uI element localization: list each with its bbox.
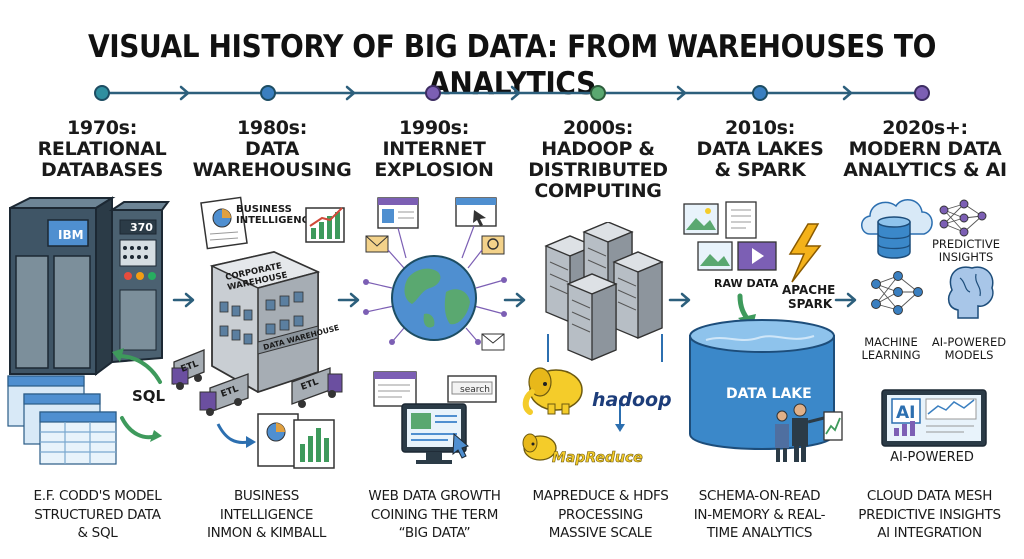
svg-text:SQL: SQL	[132, 387, 166, 405]
truck-icon	[171, 349, 205, 390]
timeline-node-2000s	[590, 85, 606, 101]
presenter-icon	[775, 403, 843, 462]
cloud-database-icon	[861, 199, 933, 259]
svg-text:370: 370	[130, 221, 153, 234]
flow-arrow-3	[503, 292, 526, 308]
mainframe-icon: IBM 370	[9, 196, 170, 376]
era-art-2000s: hadoop MapReduce	[522, 222, 672, 466]
ai-dashboard-icon: AI	[881, 389, 987, 447]
era-art-1970s: IBM 370 SQL	[7, 196, 170, 465]
era-art-1990s: search	[363, 197, 507, 464]
server-cluster-icon	[544, 222, 664, 361]
svg-text:BUSINESS: BUSINESS	[236, 204, 292, 215]
report-icon	[200, 196, 248, 250]
svg-text:hadoop: hadoop	[592, 389, 672, 411]
timeline-node-2010s	[752, 85, 768, 101]
svg-text:AI: AI	[896, 403, 915, 423]
label-ai-powered: AI-POWERED	[890, 450, 974, 465]
timeline-node-1980s	[260, 85, 276, 101]
email-icon	[365, 235, 389, 253]
svg-text:DATA LAKE: DATA LAKE	[726, 386, 812, 402]
era-art-2010s: RAW DATA APACHE SPARK DATA LAKE	[683, 201, 843, 462]
brain-icon	[947, 266, 994, 319]
globe-icon	[391, 255, 477, 341]
data-lake-icon	[689, 319, 835, 450]
raw-files-icon	[683, 201, 777, 271]
flow-arrow-2	[337, 292, 360, 308]
truck-icon	[199, 373, 249, 416]
timeline-node-2020s	[914, 85, 930, 101]
search-box: search	[447, 375, 497, 403]
flow-lines	[547, 334, 663, 428]
era-heading-2010s: 2010s:DATA LAKES& SPARK	[696, 117, 824, 181]
timeline-node-1970s	[94, 85, 110, 101]
truck-icon	[291, 367, 343, 408]
svg-text:search: search	[460, 385, 490, 395]
tables-icon	[7, 375, 117, 465]
era-art-1980s: BUSINESS INTELLIGENCE CORPORATE WAREHOUS…	[171, 196, 345, 469]
monitor-icon	[401, 403, 469, 464]
network-lines	[365, 225, 505, 343]
era-art-2020s: AI	[861, 199, 994, 447]
svg-text:IBM: IBM	[58, 228, 84, 242]
page-title: VISUAL HISTORY OF BIG DATA: FROM WAREHOU…	[87, 28, 937, 102]
timeline	[94, 85, 930, 101]
email-icon	[481, 333, 505, 351]
bar-chart-icon	[305, 207, 345, 243]
report-icon	[257, 413, 335, 469]
elephant-icon	[522, 433, 557, 461]
neural-net-icon	[939, 199, 987, 237]
elephant-icon	[522, 367, 583, 415]
browser-icon	[377, 197, 419, 229]
svg-text:APACHE: APACHE	[782, 283, 835, 297]
svg-text:SPARK: SPARK	[788, 297, 833, 311]
lightning-icon	[788, 223, 822, 283]
warehouse-icon	[209, 251, 321, 394]
svg-text:MapReduce: MapReduce	[552, 450, 643, 466]
timeline-node-1990s	[425, 85, 441, 101]
browser-icon	[455, 197, 497, 227]
neural-net-icon	[871, 271, 923, 315]
browser-icon	[373, 371, 417, 407]
svg-text:RAW DATA: RAW DATA	[714, 277, 779, 290]
cycle-arrows-icon	[112, 348, 162, 442]
email-icon	[481, 235, 505, 255]
flow-arrow-1	[172, 292, 195, 308]
timeline-chevrons	[179, 85, 853, 101]
flow-arrow-5	[834, 292, 857, 308]
svg-text:INTELLIGENCE: INTELLIGENCE	[236, 215, 316, 226]
flow-arrow-4	[668, 292, 691, 308]
